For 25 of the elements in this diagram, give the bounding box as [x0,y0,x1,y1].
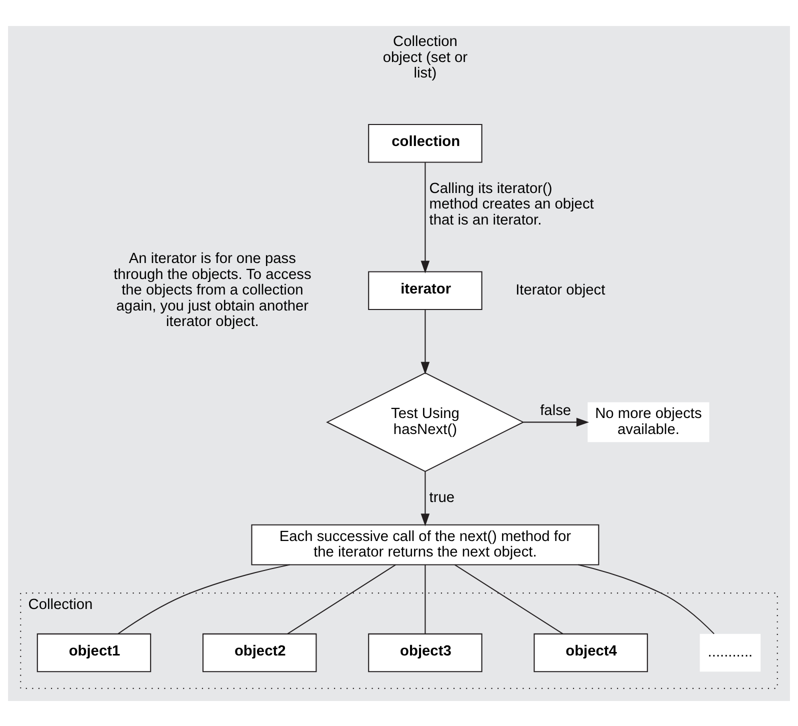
node-label: Collection object (set or list) [382,34,468,82]
node-diamond: Test Using hasNext() [326,372,524,472]
node-box: object1 [36,632,152,672]
node-label: Iterator object [516,282,606,298]
edge-label: Calling its iterator() method creates an object that is an iterator. [429,180,594,228]
arrow [523,417,590,426]
connector [118,564,290,634]
node-box: object2 [202,632,317,672]
label: An iterator is for one pass through the objects. To access the objects from a collection again, you just obtain another iterator object. [114,250,312,330]
node-box: iterator [368,270,482,310]
connector [454,564,564,634]
connector [287,564,396,634]
connector [424,564,426,634]
node-box: collection [368,124,482,162]
node-box: object3 [368,632,482,672]
edge-label: false [540,402,572,419]
arrow [420,309,430,374]
node-box: object4 [534,632,648,672]
connector [578,564,714,634]
node-box: No more objects available. [588,402,710,442]
node-box: ........... [700,633,761,672]
arrow [420,471,430,526]
arrow [420,162,430,273]
edge-label: true [429,490,455,506]
node-box: Each successive call of the next() method for the iterator returns the next object. [251,524,600,565]
